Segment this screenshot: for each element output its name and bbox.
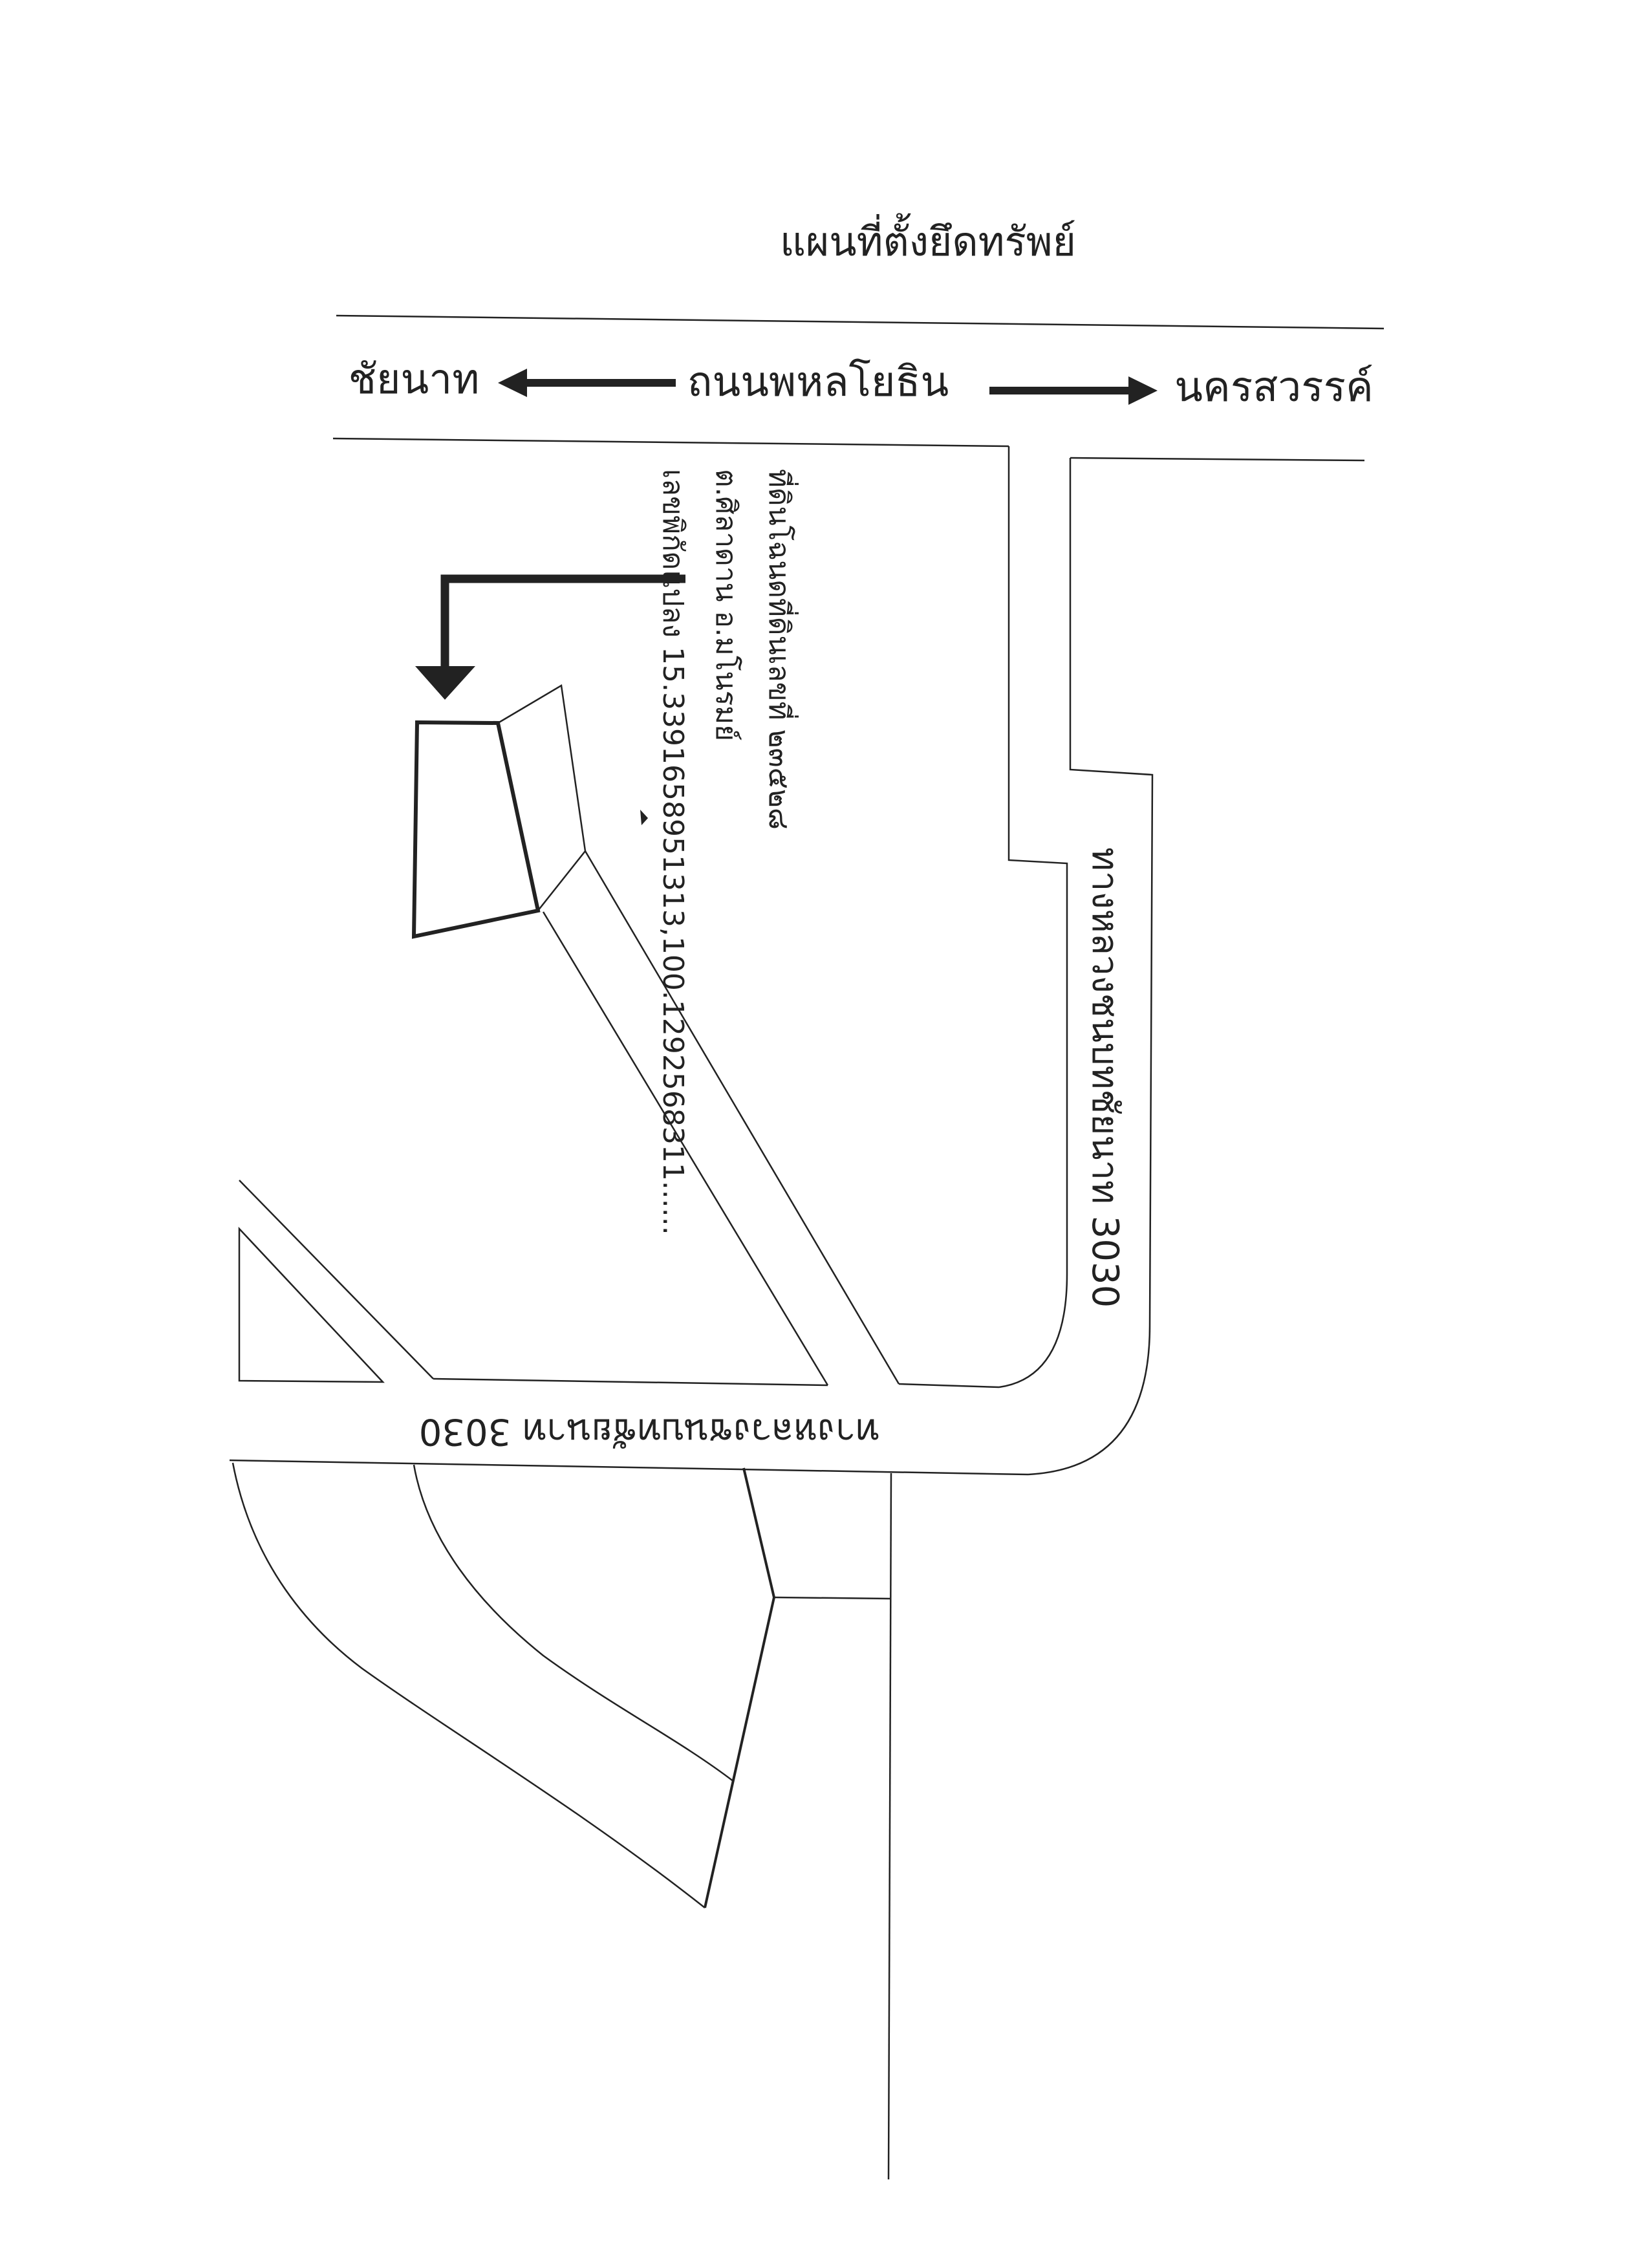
left-triangle-parcel xyxy=(238,1226,385,1383)
small-marker-icon xyxy=(640,810,648,825)
main-road-south-edge-east xyxy=(1070,457,1365,462)
highway-3030-north-edge-west xyxy=(433,1377,828,1387)
highway-3030-north-edge-east xyxy=(898,1383,1000,1388)
left-diagonal-line xyxy=(239,1180,434,1379)
destination-east-label: นครสวรรค์ xyxy=(1174,363,1374,411)
highway-3030-east-edge xyxy=(1028,458,1154,1476)
east-arrow-icon xyxy=(989,376,1158,405)
side-road-east-edge xyxy=(584,850,900,1385)
property-pointer-icon xyxy=(415,574,685,700)
south-parcel-boundary xyxy=(704,1467,776,1908)
west-arrow-icon xyxy=(498,369,676,397)
property-coordinates-text: เลขพิกัดแปลง 15.3391658951313,100.129256… xyxy=(656,469,689,1235)
adjacent-parcel xyxy=(497,684,587,911)
south-curve-outer xyxy=(232,1462,706,1908)
south-curve-inner xyxy=(413,1464,735,1782)
main-road-south-edge-west xyxy=(332,437,1009,448)
highway-3030-west-edge xyxy=(998,446,1068,1388)
main-road-name: ถนนพหลโยธิน xyxy=(687,358,949,406)
subject-property-parcel xyxy=(411,720,541,939)
highway-3030-south-edge xyxy=(229,1459,1029,1476)
highway-vertical-label: ทางหลวงชนบทชัยนาท 3030 xyxy=(1084,847,1126,1308)
south-long-vertical-line xyxy=(887,1473,892,2180)
map-title: แผนที่ตั้งยึดทรัพย์ xyxy=(780,213,1076,265)
property-location-text: ต.ศิลาดาน อ.มโนรมย์ xyxy=(709,469,742,741)
south-parcel-divider xyxy=(773,1596,892,1600)
property-deed-text: ที่ดินโฉนดที่ดินเลขที่ ๒๓๕๒๘ xyxy=(762,469,799,830)
main-road-north-edge xyxy=(336,314,1385,330)
property-info-block: ที่ดินโฉนดที่ดินเลขที่ ๒๓๕๒๘ ต.ศิลาดาน อ… xyxy=(656,469,799,1235)
highway-horizontal-label: ทางหลวงชนบทชัยนาท 3030 xyxy=(419,1410,879,1453)
destination-west-label: ชัยนาท xyxy=(349,356,480,404)
side-road-west-edge xyxy=(542,911,829,1386)
